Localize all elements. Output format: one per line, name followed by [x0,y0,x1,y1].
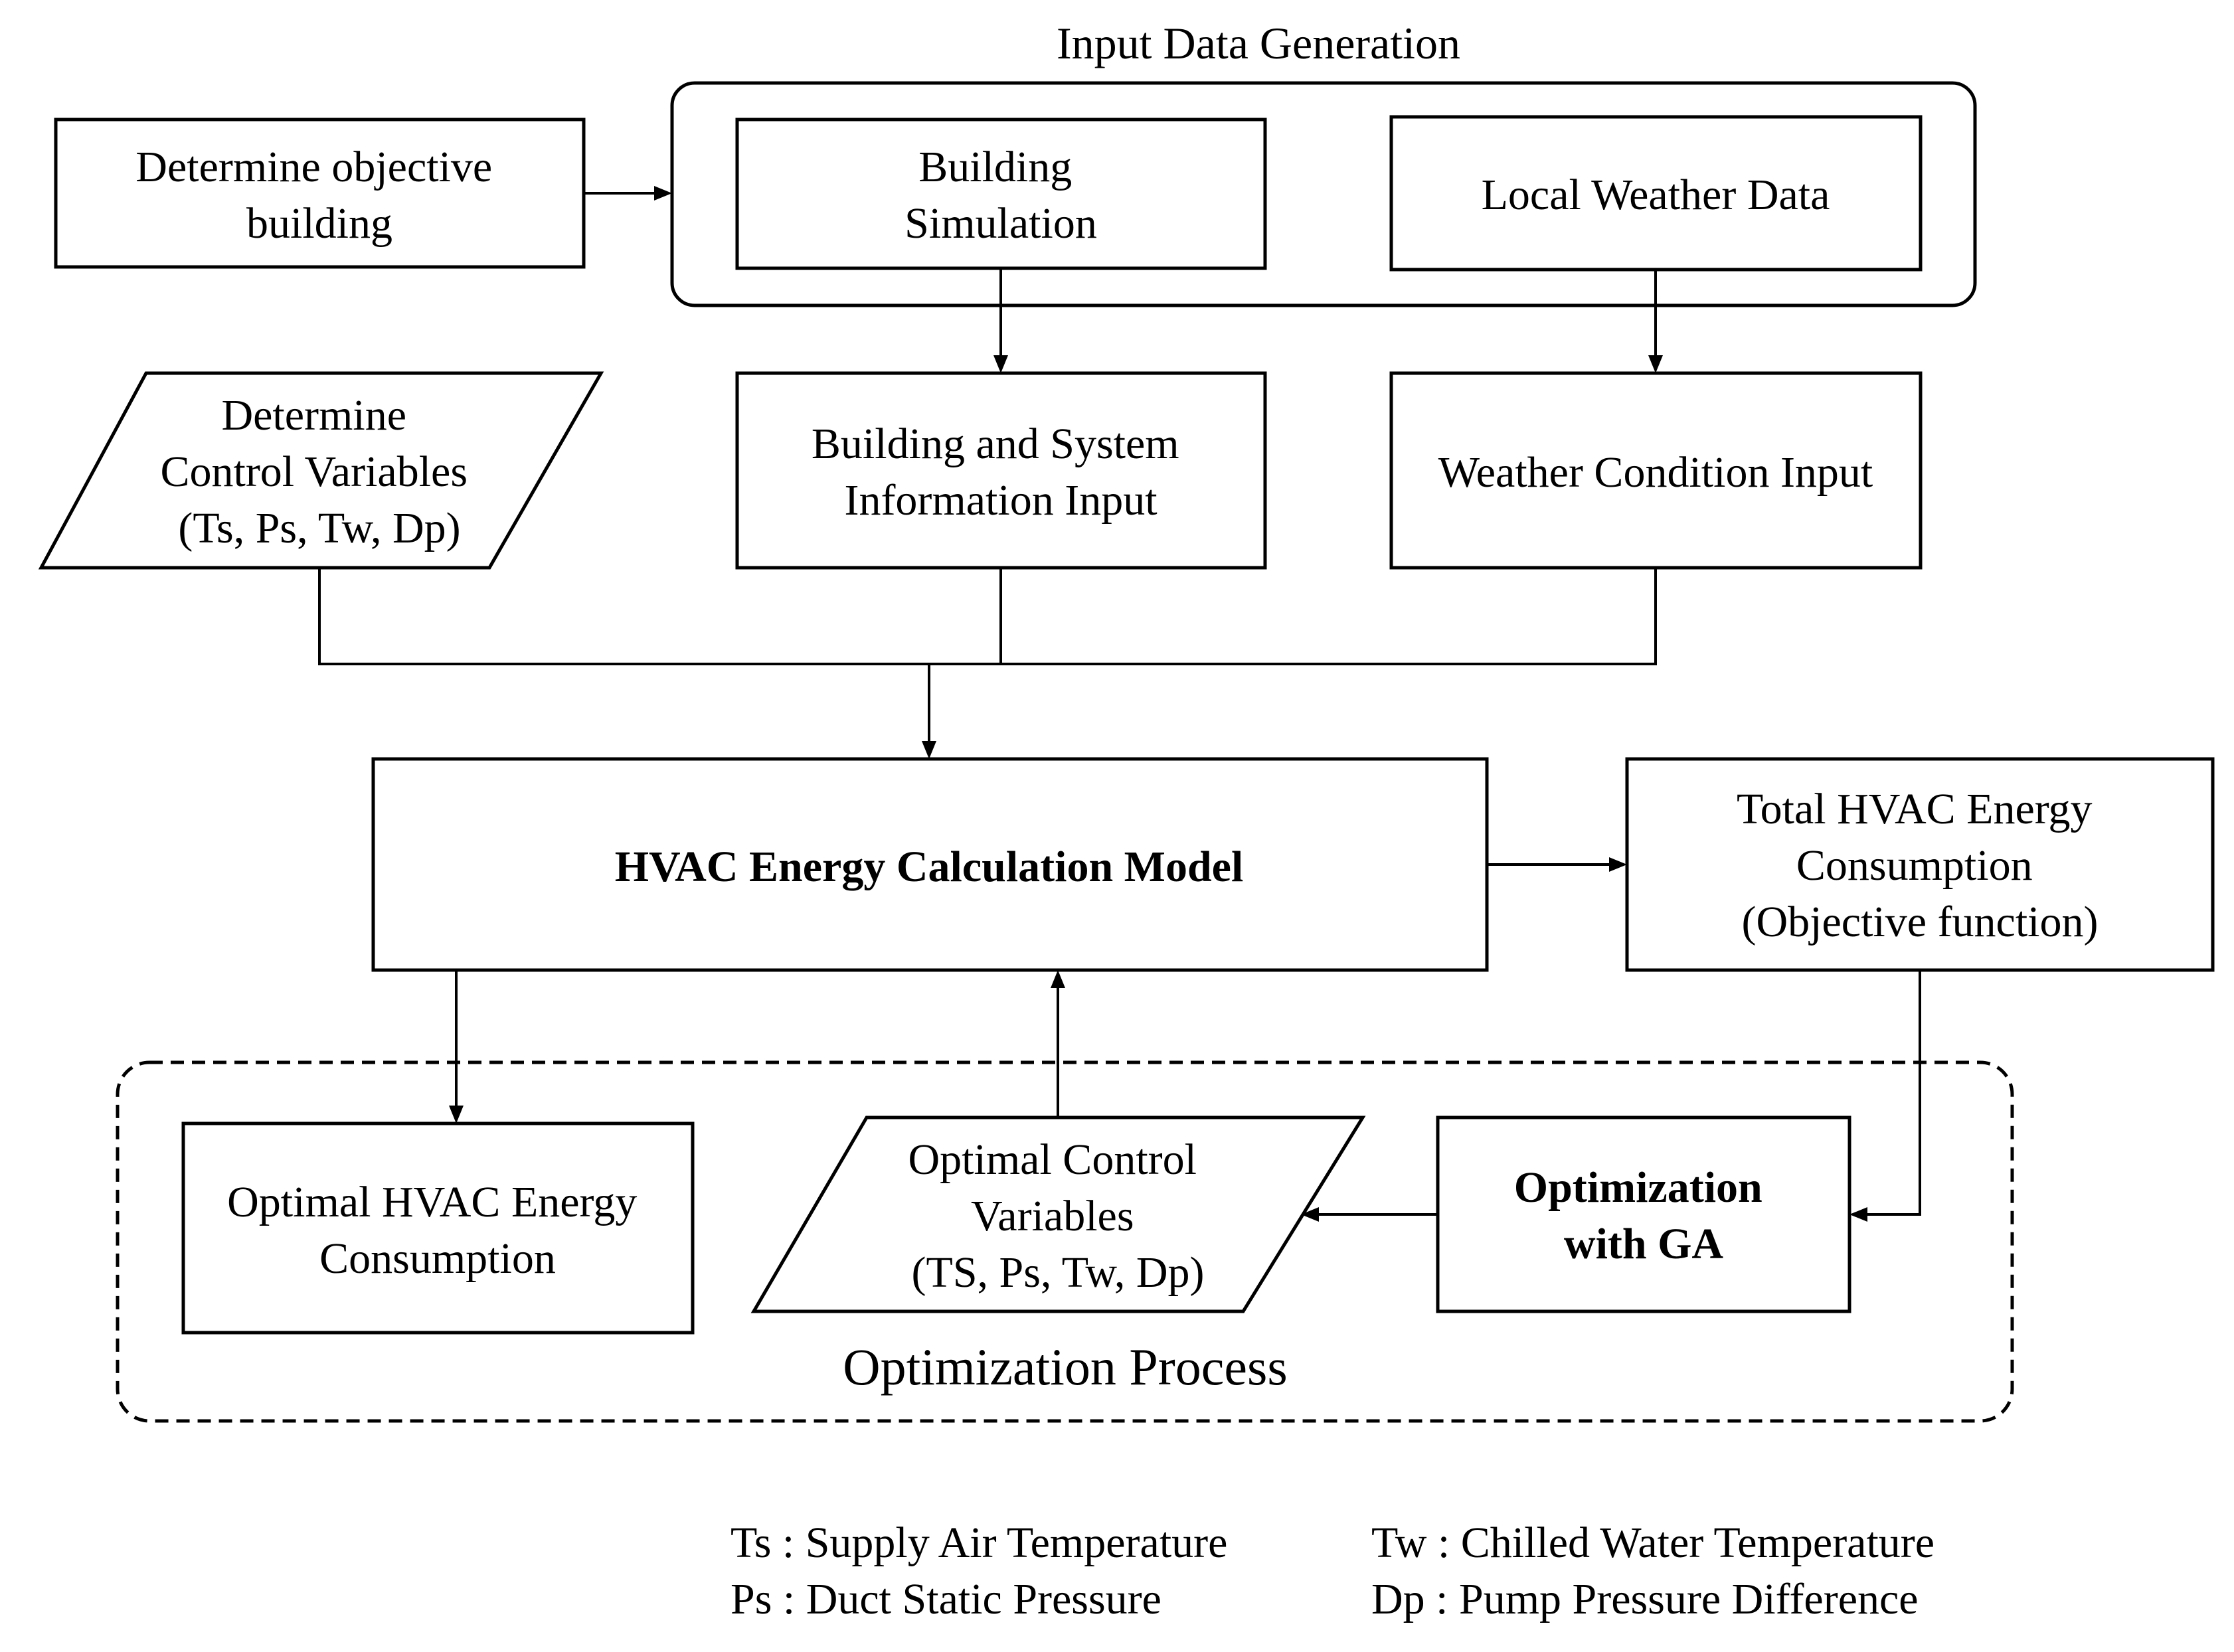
edge-model-to-total-arrowhead [1609,857,1627,872]
svg-text:Optimal Control Variables: Optimal Control Variables (TS, Ps, Tw, D… [908,1135,1208,1297]
group-title-input-data-generation: Input Data Generation [1057,18,1460,68]
svg-text:Optimization with GA: Optimization with GA [1514,1163,1774,1268]
edge-ga-to-control-arrowhead [1301,1207,1319,1222]
edge-control-to-model-arrowhead [1051,970,1065,988]
node-hvac-energy-calculation-model-line-1: HVAC Energy Calculation Model [615,843,1244,891]
node-total-hvac-energy [1625,757,2215,972]
svg-text:Weather Condition Input: Weather Condition Input [1438,448,1873,497]
svg-text:Total HVAC Energy Consumpt: Total HVAC Energy Consumption (Objective… [1737,785,2103,946]
node-control-variables-line-3: (Ts, Ps, Tw, Dp) [178,504,460,552]
node-optimal-control-variables [750,1115,1366,1313]
edge-total-to-ga-line [1867,970,1921,1216]
svg-text:Determine Control Variable: Determine Control Variables (Ts, Ps, Tw,… [160,391,478,552]
node-building-system-input-line-1: Building and System [812,420,1179,468]
node-optimal-control-variables-line-1: Optimal Control [908,1135,1197,1184]
node-control-variables [38,371,604,570]
edge-model-to-optimal-energy-arrowhead [449,1106,464,1123]
edge-weather-to-condition-input-arrowhead [1648,355,1663,373]
node-building-system-input-line-2: Information Input [844,476,1157,525]
node-control-variables-line-2: Control Variables [160,448,468,496]
node-optimal-control-variables-line-3: (TS, Ps, Tw, Dp) [912,1248,1205,1297]
node-objective-building-line-2: building [246,199,392,248]
node-weather-condition-input-line-1: Weather Condition Input [1438,448,1873,497]
node-optimal-control-variables-line-2: Variables [971,1192,1134,1240]
edge-merge-to-model-arrowhead [922,741,936,759]
node-building-simulation [735,118,1267,270]
group-optimization-process [116,1060,2014,1423]
edge-simulation-to-system-input-arrowhead [993,355,1008,373]
edge-merge-inputs [318,568,1657,665]
node-optimization-with-ga-line-2: with GA [1564,1220,1724,1268]
node-weather-condition-input [1389,371,1923,570]
connectors [318,186,1921,1222]
node-total-hvac-energy-line-3: (Objective function) [1742,898,2099,946]
legend-ps: Ps : Duct Static Pressure [730,1575,1161,1623]
node-optimization-with-ga-line-1: Optimization [1514,1163,1762,1212]
node-optimal-hvac-energy-line-2: Consumption [319,1234,556,1283]
node-total-hvac-energy-line-2: Consumption [1796,841,2033,890]
node-local-weather-data-line-1: Local Weather Data [1482,171,1830,219]
process-label: Optimization Process [843,1338,1287,1396]
node-total-hvac-energy-line-1: Total HVAC Energy [1737,785,2093,833]
node-hvac-energy-calculation-model [371,757,1489,972]
svg-text:Local Weather Data: Local Weather Data [1482,171,1830,219]
edge-objective-to-group-arrowhead [654,186,672,201]
legend-ts: Ts : Supply Air Temperature [730,1519,1227,1567]
legend: Ts : Supply Air Temperature Ps : Duct St… [730,1519,1934,1623]
node-optimal-hvac-energy-line-1: Optimal HVAC Energy [227,1178,637,1226]
svg-text:Building Simulation: Building Simulation [904,143,1097,248]
legend-tw: Tw : Chilled Water Temperature [1371,1519,1934,1567]
group-input-data-generation [670,81,1977,307]
node-optimization-with-ga [1436,1115,1851,1313]
node-building-simulation-line-2: Simulation [904,199,1097,248]
node-building-system-input [735,371,1267,570]
node-objective-building-line-1: Determine objective [135,143,492,191]
svg-text:Determine objective buildi: Determine objective building [135,143,503,248]
edge-total-to-ga-arrowhead [1849,1207,1867,1222]
svg-text:Optimal HVAC Energy Consum: Optimal HVAC Energy Consumption [227,1178,648,1283]
legend-dp: Dp : Pump Pressure Difference [1371,1575,1919,1623]
node-objective-building [54,118,586,269]
svg-text:HVAC Energy Calculation Model: HVAC Energy Calculation Model [615,843,1244,891]
node-optimal-hvac-energy [181,1121,695,1335]
node-building-simulation-line-1: Building [918,143,1072,191]
node-control-variables-line-1: Determine [221,391,406,440]
svg-text:Building and System Inform: Building and System Information Input [812,420,1190,525]
